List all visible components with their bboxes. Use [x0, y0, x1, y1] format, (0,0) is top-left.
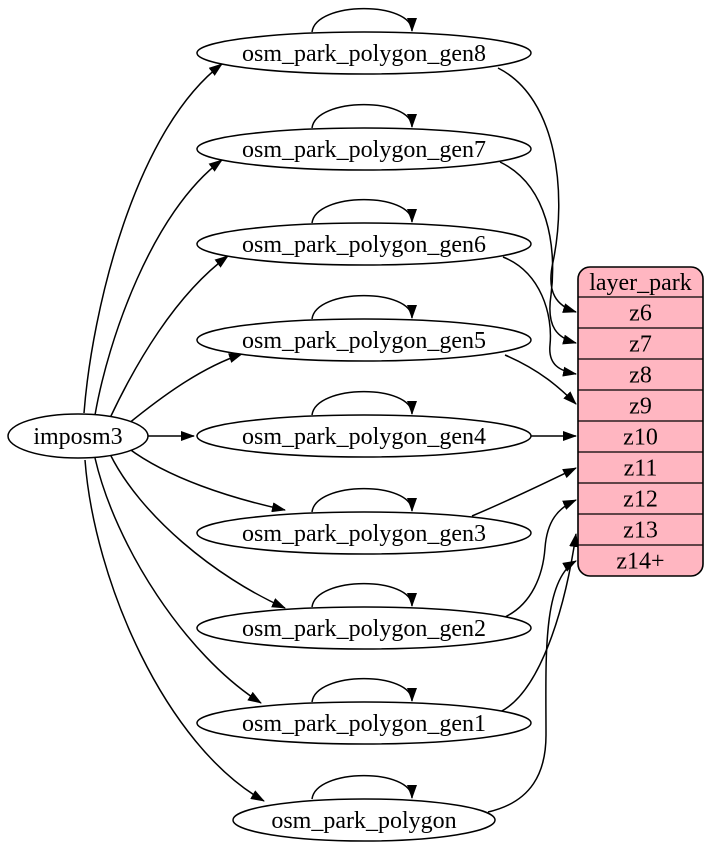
record-row-z9: z9: [629, 394, 652, 420]
node-label-osm_park_polygon_gen6: osm_park_polygon_gen6: [242, 232, 486, 258]
node-label-osm_park_polygon_gen1: osm_park_polygon_gen1: [242, 711, 486, 737]
record-title: layer_park: [589, 270, 692, 296]
node-shape-osm_park_polygon_gen1: [196, 701, 532, 745]
edge-osm_park_polygon_gen3-to-z11: [471, 467, 577, 517]
node-osm_park_polygon_gen7: osm_park_polygon_gen7: [196, 127, 532, 171]
self-loop-osm_park_polygon_gen8: [311, 7, 417, 33]
record-row-z14+: z14+: [616, 549, 664, 575]
node-osm_park_polygon_gen4: osm_park_polygon_gen4: [196, 414, 532, 458]
record-row-z12: z12: [623, 487, 658, 513]
node-label-osm_park_polygon_gen3: osm_park_polygon_gen3: [242, 521, 486, 547]
self-loop-osm_park_polygon: [311, 774, 417, 800]
node-label-osm_park_polygon_gen4: osm_park_polygon_gen4: [242, 424, 486, 450]
edge-osm_park_polygon_gen8-to-z6: [497, 67, 577, 313]
node-osm_park_polygon_gen8: osm_park_polygon_gen8: [196, 31, 532, 75]
node-imposm3: imposm3: [7, 413, 149, 459]
node-shape-osm_park_polygon_gen8: [196, 31, 532, 75]
self-loop-osm_park_polygon_gen2: [311, 582, 417, 608]
edge-imposm3-to-osm_park_polygon_gen8: [83, 63, 223, 414]
node-layer_park: layer_park z6 z7 z8 z9 z10 z11 z12 z13 z14+: [577, 266, 704, 577]
record-row-z7: z7: [629, 332, 652, 358]
self-loop-osm_park_polygon_gen6: [311, 198, 417, 224]
node-shape-osm_park_polygon_gen2: [196, 606, 532, 650]
self-loop-osm_park_polygon_gen3: [311, 487, 417, 513]
edge-imposm3-to-osm_park_polygon_gen6: [109, 255, 229, 419]
node-shape-osm_park_polygon_gen7: [196, 127, 532, 171]
node-osm_park_polygon_gen2: osm_park_polygon_gen2: [196, 606, 532, 650]
node-osm_park_polygon: osm_park_polygon: [232, 798, 496, 842]
node-label-osm_park_polygon: osm_park_polygon: [271, 808, 456, 834]
node-shape-osm_park_polygon_gen6: [196, 222, 532, 266]
self-loop-osm_park_polygon_gen1: [311, 677, 417, 703]
edge-imposm3-to-osm_park_polygon: [84, 459, 265, 802]
self-loop-osm_park_polygon_gen4: [311, 390, 417, 416]
record-row-z10: z10: [623, 425, 658, 451]
edge-osm_park_polygon_gen7-to-z7: [499, 161, 577, 345]
node-osm_park_polygon_gen6: osm_park_polygon_gen6: [196, 222, 532, 266]
node-label-osm_park_polygon_gen5: osm_park_polygon_gen5: [242, 328, 486, 354]
edge-osm_park_polygon_gen6-to-z8: [502, 256, 577, 377]
edge-imposm3-to-osm_park_polygon_gen3: [127, 447, 286, 513]
edge-osm_park_polygon_gen2-to-z12: [504, 499, 577, 618]
node-osm_park_polygon_gen1: osm_park_polygon_gen1: [196, 701, 532, 745]
node-shape-osm_park_polygon_gen3: [196, 511, 532, 555]
edge-imposm3-to-osm_park_polygon_gen7: [94, 159, 223, 416]
node-label-osm_park_polygon_gen8: osm_park_polygon_gen8: [242, 41, 486, 67]
record-row-z13: z13: [623, 518, 658, 544]
edge-imposm3-to-osm_park_polygon_gen1: [94, 457, 262, 704]
self-loop-osm_park_polygon_gen5: [311, 294, 417, 320]
node-shape-osm_park_polygon: [232, 798, 496, 842]
node-osm_park_polygon_gen5: osm_park_polygon_gen5: [196, 318, 532, 362]
node-label-osm_park_polygon_gen7: osm_park_polygon_gen7: [242, 137, 486, 163]
node-shape-imposm3: [7, 413, 149, 459]
edge-osm_park_polygon-to-z14+: [487, 560, 577, 813]
node-shape-osm_park_polygon_gen5: [196, 318, 532, 362]
edge-imposm3-to-osm_park_polygon_gen5: [127, 353, 243, 425]
self-loop-osm_park_polygon_gen7: [311, 103, 417, 129]
node-shape-osm_park_polygon_gen4: [196, 414, 532, 458]
node-label-imposm3: imposm3: [33, 424, 122, 450]
record-row-z8: z8: [629, 363, 652, 389]
record-row-z11: z11: [624, 456, 658, 482]
node-label-osm_park_polygon_gen2: osm_park_polygon_gen2: [242, 616, 486, 642]
record-row-z6: z6: [629, 301, 652, 327]
node-osm_park_polygon_gen3: osm_park_polygon_gen3: [196, 511, 532, 555]
edge-osm_park_polygon_gen5-to-z9: [504, 354, 577, 405]
edge-imposm3-to-osm_park_polygon_gen2: [109, 453, 286, 609]
